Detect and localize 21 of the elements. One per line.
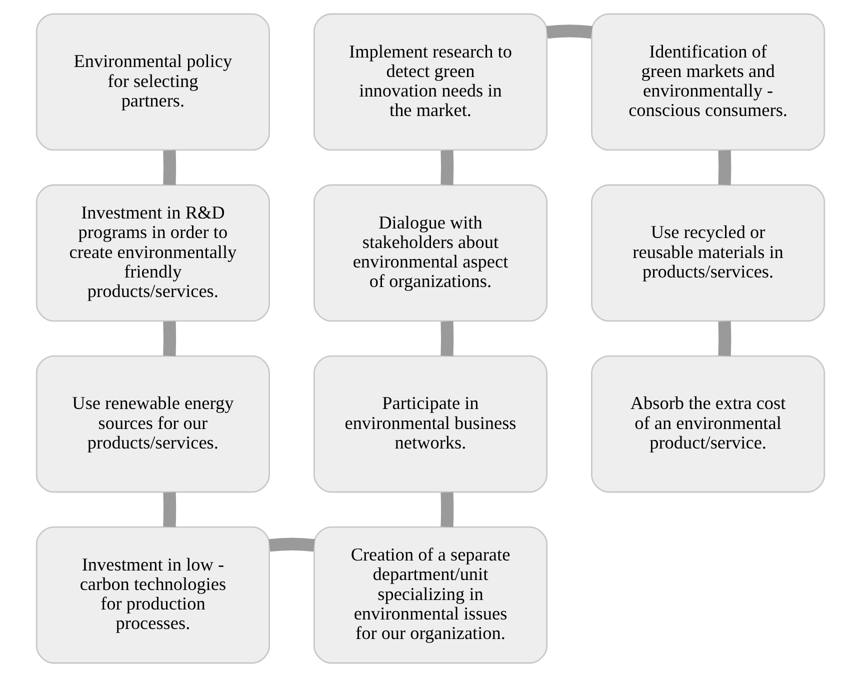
node-box: Dialogue with stakeholders about environmental aspect of organizations. [313,184,548,322]
connector [268,538,315,552]
connector [163,492,176,528]
connector [546,24,592,39]
node-box: Use renewable energy sources for our products/services. [36,355,270,493]
node-box: Use recycled or reusable materials in products/services. [591,184,826,322]
node-box: Participate in environmental business networks. [313,355,548,493]
connector [163,150,176,186]
node-box: Creation of a separate department/unit specializing in environmental issues for our organization. [313,526,548,664]
connector [440,321,454,356]
node-box: Implement research to detect green innovation needs in the market. [313,13,548,151]
connector [440,150,454,186]
node-box: Identification of green markets and environmentally - conscious consumers. [591,13,826,151]
connector [718,150,732,186]
connector [163,321,176,356]
node-box: Absorb the extra cost of an environmental product/service. [591,355,826,493]
connector [718,321,732,356]
connector [440,492,454,528]
node-box: Investment in R&D programs in order to create environmentally friendly products/services. [36,184,270,322]
node-box: Investment in low - carbon technologies for production processes. [36,526,270,664]
node-box: Environmental policy for selecting partners. [36,13,270,151]
